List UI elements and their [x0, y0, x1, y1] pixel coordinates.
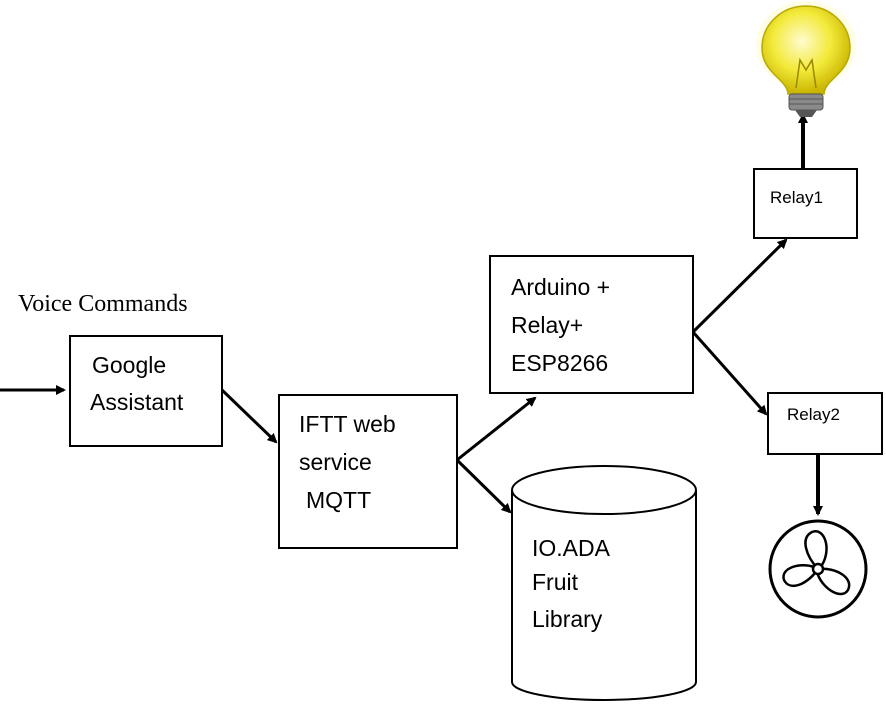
arrow-ifttt-to-arduino: [456, 396, 537, 462]
ifttt-label-3: MQTT: [306, 487, 371, 513]
ifttt-label-1: IFTT web: [299, 411, 396, 437]
ioada-label-3: Library: [532, 606, 603, 632]
ioada-label-1: IO.ADA: [532, 535, 611, 561]
ioada-fruit-library-database: IO.ADA Fruit Library: [511, 465, 697, 701]
ifttt-mqtt-block: IFTT web service MQTT: [278, 394, 458, 549]
relay2-block: Relay2: [767, 392, 883, 455]
google-assistant-label-2: Assistant: [90, 389, 184, 415]
ifttt-label-2: service: [299, 449, 372, 475]
ioada-label-2: Fruit: [532, 569, 579, 595]
relay2-label: Relay2: [787, 405, 840, 424]
arrow-arduino-to-relay2: [691, 331, 768, 416]
arduino-label-1: Arduino +: [511, 274, 610, 300]
google-assistant-block: Google Assistant: [69, 335, 223, 447]
arrow-ifttt-to-ioada: [455, 458, 512, 514]
arrow-google-to-ifttt: [220, 388, 278, 444]
relay1-block: Relay1: [753, 168, 858, 239]
relay1-label: Relay1: [770, 188, 823, 207]
arduino-label-3: ESP8266: [511, 350, 608, 376]
arduino-relay-esp8266-block: Arduino + Relay+ ESP8266: [489, 255, 694, 394]
arduino-label-2: Relay+: [511, 312, 583, 338]
google-assistant-label-1: Google: [92, 352, 166, 378]
arrow-arduino-to-relay1: [691, 238, 788, 334]
light-bulb-icon: [756, 1, 856, 117]
fan-icon: [768, 519, 868, 619]
voice-commands-label: Voice Commands: [18, 291, 188, 317]
